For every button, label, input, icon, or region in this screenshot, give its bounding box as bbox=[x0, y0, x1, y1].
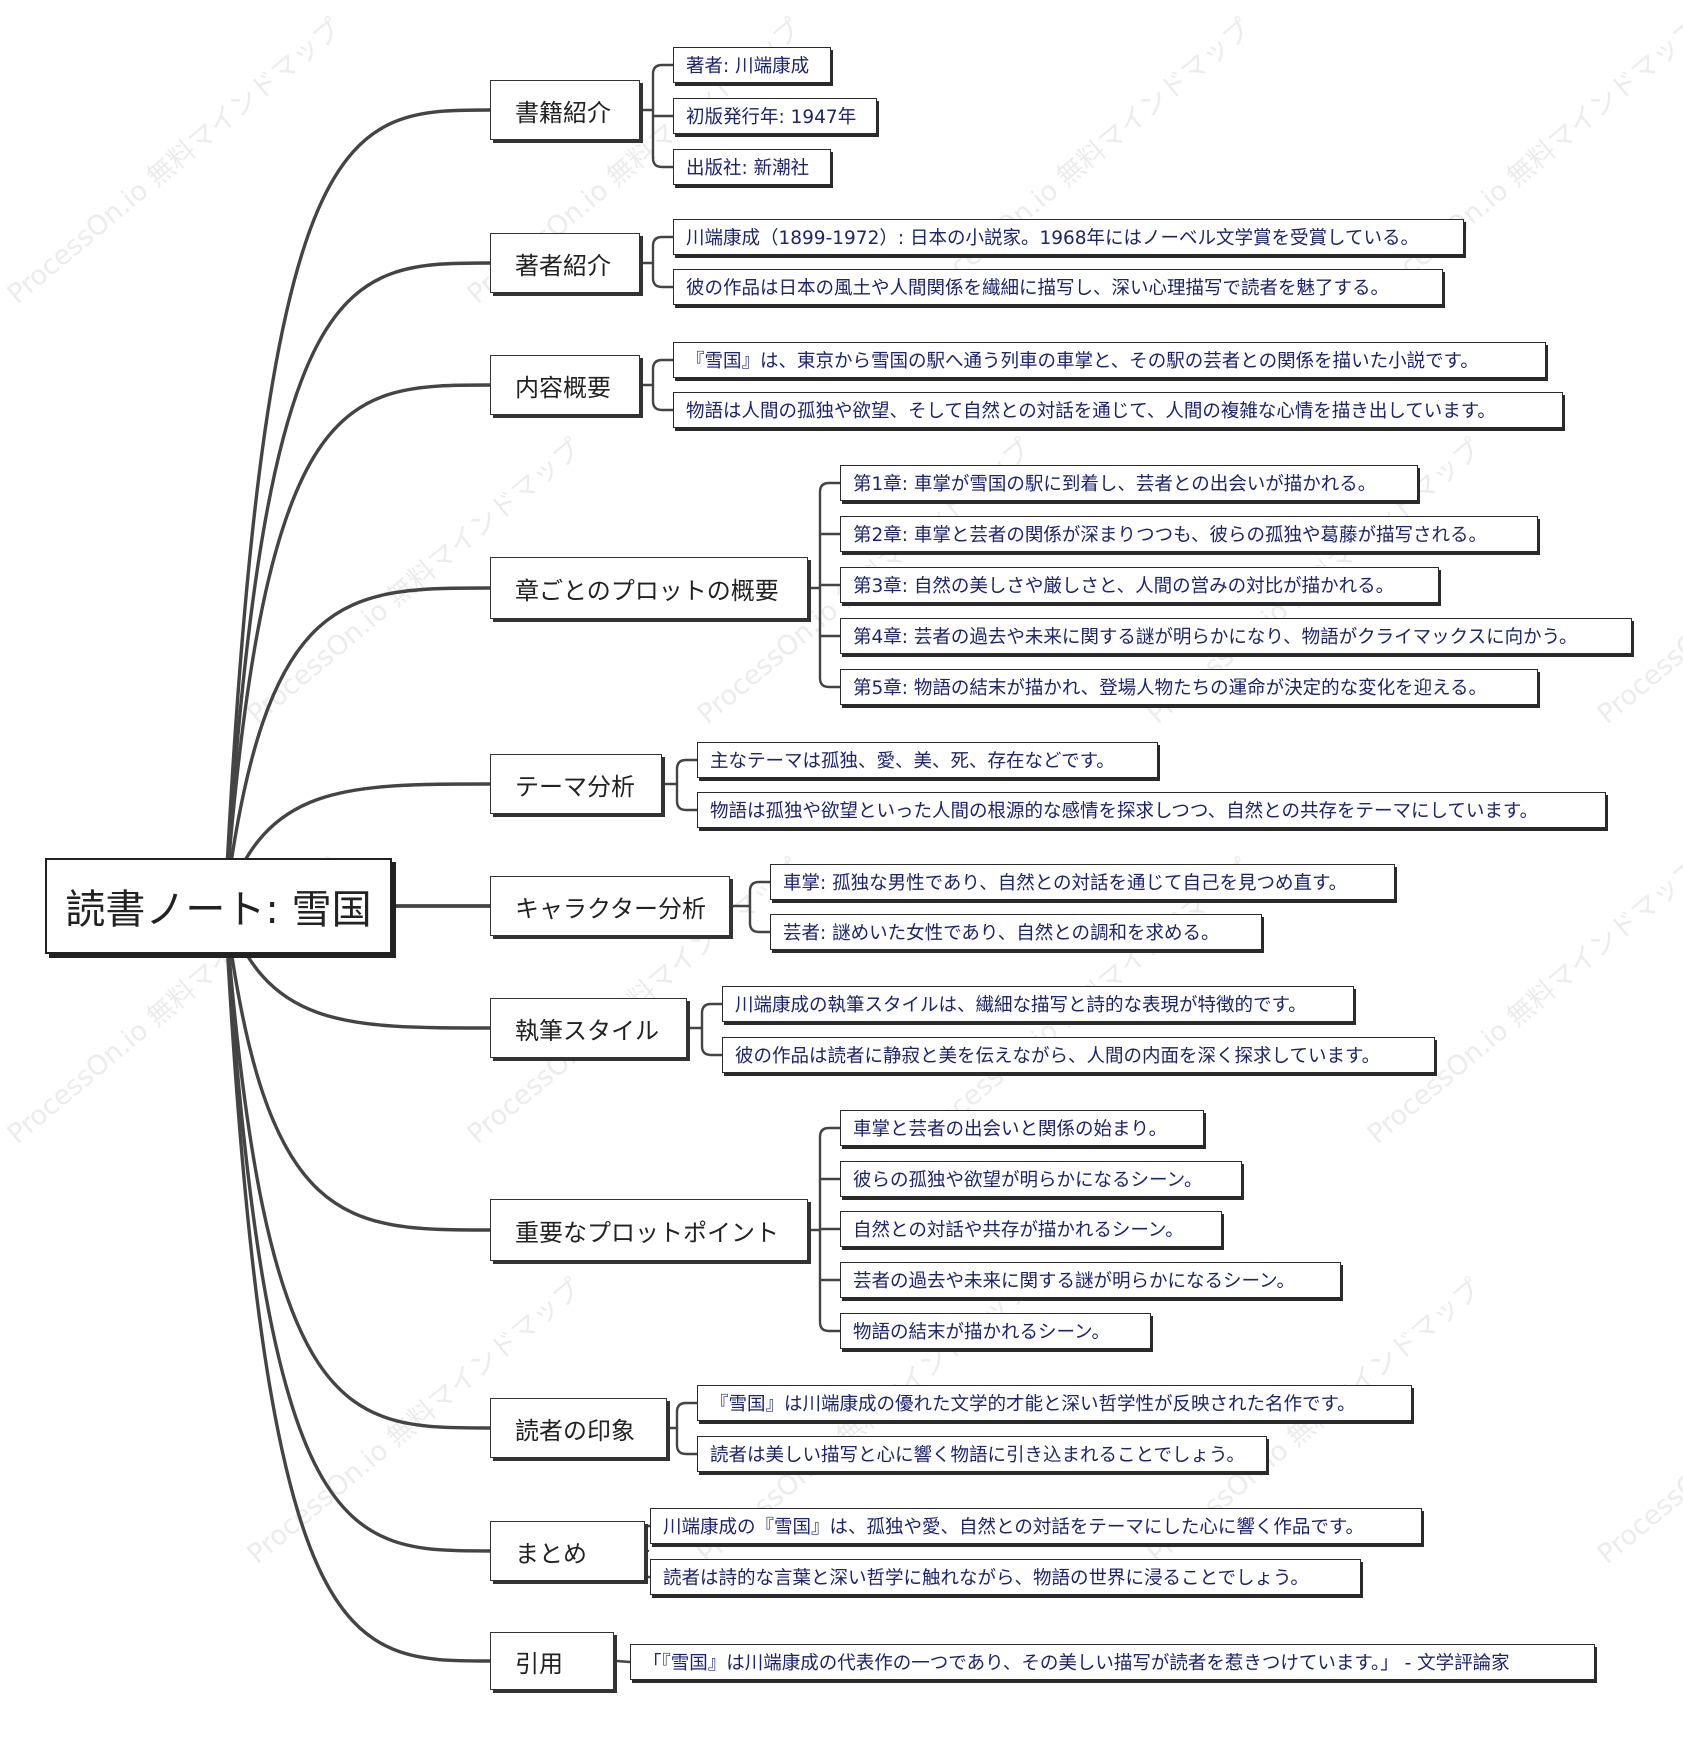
leaf-node[interactable]: 彼らの孤独や欲望が明らかになるシーン。 bbox=[840, 1161, 1242, 1197]
leaf-text: 第2章: 車掌と芸者の関係が深まりつつも、彼らの孤独や葛藤が描写される。 bbox=[853, 525, 1488, 546]
branch-label: 章ごとのプロットの概要 bbox=[515, 576, 779, 605]
leaf-bracket bbox=[675, 758, 699, 812]
leaf-node[interactable]: 第4章: 芸者の過去や未来に関する謎が明らかになり、物語がクライマックスに向かう… bbox=[840, 618, 1632, 654]
branch-node[interactable]: まとめ bbox=[490, 1521, 645, 1581]
leaf-node[interactable]: 出版社: 新潮社 bbox=[673, 149, 831, 185]
leaf-text: 初版発行年: 1947年 bbox=[686, 107, 857, 128]
leaf-text: 第3章: 自然の美しさや厳しさと、人間の営みの対比が描かれる。 bbox=[853, 576, 1395, 597]
leaf-text: 物語は人間の孤独や欲望、そして自然との対話を通じて、人間の複雑な心情を描き出して… bbox=[686, 401, 1496, 422]
leaf-text: 「『雪国』は川端康成の代表作の一つであり、その美しい描写が読者を惹きつけています… bbox=[643, 1653, 1510, 1674]
root-node[interactable]: 読書ノート: 雪国 bbox=[45, 858, 392, 954]
leaf-text: 第5章: 物語の結末が描かれ、登場人物たちの運命が決定的な変化を迎える。 bbox=[853, 678, 1488, 699]
leaf-text: 著者: 川端康成 bbox=[686, 56, 810, 77]
branch-node[interactable]: 章ごとのプロットの概要 bbox=[490, 557, 808, 619]
leaf-text: 物語の結末が描かれるシーン。 bbox=[853, 1322, 1110, 1343]
leaf-text: 自然との対話や共存が描かれるシーン。 bbox=[853, 1220, 1184, 1241]
leaf-bracket bbox=[651, 358, 675, 412]
branch-node[interactable]: 重要なプロットポイント bbox=[490, 1199, 808, 1261]
branch-label: 書籍紹介 bbox=[515, 98, 611, 127]
branch-node[interactable]: 読者の印象 bbox=[490, 1398, 667, 1458]
leaf-node[interactable]: 川端康成の『雪国』は、孤独や愛、自然との対話をテーマにした心に響く作品です。 bbox=[650, 1508, 1422, 1544]
branch-node[interactable]: 著者紹介 bbox=[490, 233, 640, 293]
leaf-node[interactable]: 「『雪国』は川端康成の代表作の一つであり、その美しい描写が読者を惹きつけています… bbox=[630, 1644, 1595, 1680]
leaf-node[interactable]: 読者は美しい描写と心に響く物語に引き込まれることでしょう。 bbox=[697, 1436, 1267, 1472]
branch-label: 引用 bbox=[515, 1649, 563, 1678]
leaf-node[interactable]: 芸者の過去や未来に関する謎が明らかになるシーン。 bbox=[840, 1262, 1341, 1298]
branch-connector bbox=[223, 586, 492, 908]
leaf-text: 車掌: 孤独な男性であり、自然との対話を通じて自己を見つめ直す。 bbox=[783, 873, 1348, 894]
branch-node[interactable]: 引用 bbox=[490, 1632, 614, 1690]
leaf-node[interactable]: 『雪国』は川端康成の優れた文学的才能と深い哲学性が反映された名作です。 bbox=[697, 1385, 1412, 1421]
leaf-text: 彼の作品は日本の風土や人間関係を繊細に描写し、深い心理描写で読者を魅了する。 bbox=[686, 278, 1390, 299]
leaf-node[interactable]: 川端康成の執筆スタイルは、繊細な描写と詩的な表現が特徴的です。 bbox=[722, 986, 1354, 1022]
branch-label: テーマ分析 bbox=[515, 772, 635, 801]
root-title: 読書ノート: 雪国 bbox=[65, 887, 372, 933]
branch-label: まとめ bbox=[515, 1539, 587, 1568]
leaf-text: 川端康成の『雪国』は、孤独や愛、自然との対話をテーマにした心に響く作品です。 bbox=[663, 1517, 1364, 1538]
leaf-text: 彼の作品は読者に静寂と美を伝えながら、人間の内面を深く探求しています。 bbox=[735, 1046, 1381, 1067]
leaf-text: 読者は詩的な言葉と深い哲学に触れながら、物語の世界に浸ることでしょう。 bbox=[663, 1568, 1309, 1589]
leaf-node[interactable]: 芸者: 謎めいた女性であり、自然との調和を求める。 bbox=[770, 914, 1262, 950]
leaf-node[interactable]: 彼の作品は日本の風土や人間関係を繊細に描写し、深い心理描写で読者を魅了する。 bbox=[673, 269, 1443, 305]
branch-node[interactable]: 執筆スタイル bbox=[490, 998, 687, 1058]
leaf-connector bbox=[615, 1659, 632, 1664]
branch-label: 内容概要 bbox=[515, 373, 611, 402]
leaf-node[interactable]: 著者: 川端康成 bbox=[673, 47, 831, 83]
leaf-node[interactable]: 川端康成（1899-1972）: 日本の小説家。1968年にはノーベル文学賞を受… bbox=[673, 219, 1464, 255]
branch-connector bbox=[223, 108, 492, 908]
leaf-node[interactable]: 物語は孤独や欲望といった人間の根源的な感情を探求しつつ、自然との共存をテーマにし… bbox=[697, 792, 1606, 828]
leaf-node[interactable]: 車掌と芸者の出会いと関係の始まり。 bbox=[840, 1110, 1204, 1146]
branch-node[interactable]: テーマ分析 bbox=[490, 754, 662, 814]
branch-connector bbox=[223, 383, 492, 908]
leaf-node[interactable]: 読者は詩的な言葉と深い哲学に触れながら、物語の世界に浸ることでしょう。 bbox=[650, 1559, 1361, 1595]
leaf-text: 出版社: 新潮社 bbox=[686, 158, 810, 179]
leaf-node[interactable]: 初版発行年: 1947年 bbox=[673, 98, 877, 134]
leaf-text: 車掌と芸者の出会いと関係の始まり。 bbox=[853, 1119, 1168, 1140]
branch-node[interactable]: 書籍紹介 bbox=[490, 80, 640, 140]
leaf-node[interactable]: 物語は人間の孤独や欲望、そして自然との対話を通じて、人間の複雑な心情を描き出して… bbox=[673, 392, 1563, 428]
leaf-node[interactable]: 第5章: 物語の結末が描かれ、登場人物たちの運命が決定的な変化を迎える。 bbox=[840, 669, 1538, 705]
leaf-node[interactable]: 第1章: 車掌が雪国の駅に到着し、芸者との出会いが描かれる。 bbox=[840, 465, 1418, 501]
leaf-node[interactable]: 物語の結末が描かれるシーン。 bbox=[840, 1313, 1151, 1349]
leaf-text: 第4章: 芸者の過去や未来に関する謎が明らかになり、物語がクライマックスに向かう… bbox=[853, 627, 1578, 648]
branch-label: 読者の印象 bbox=[515, 1416, 635, 1445]
leaf-node[interactable]: 第3章: 自然の美しさや厳しさと、人間の営みの対比が描かれる。 bbox=[840, 567, 1439, 603]
leaf-node[interactable]: 彼の作品は読者に静寂と美を伝えながら、人間の内面を深く探求しています。 bbox=[722, 1037, 1435, 1073]
leaf-bracket bbox=[748, 880, 772, 934]
leaf-node[interactable]: 主なテーマは孤独、愛、美、死、存在などです。 bbox=[697, 742, 1158, 778]
leaf-text: 川端康成（1899-1972）: 日本の小説家。1968年にはノーベル文学賞を受… bbox=[686, 228, 1419, 249]
leaf-bracket bbox=[675, 1401, 699, 1456]
leaf-node[interactable]: 車掌: 孤独な男性であり、自然との対話を通じて自己を見つめ直す。 bbox=[770, 864, 1395, 900]
branch-connector bbox=[223, 904, 492, 1553]
leaf-text: 芸者の過去や未来に関する謎が明らかになるシーン。 bbox=[853, 1271, 1295, 1292]
leaf-text: 第1章: 車掌が雪国の駅に到着し、芸者との出会いが描かれる。 bbox=[853, 474, 1377, 495]
leaf-text: 『雪国』は川端康成の優れた文学的才能と深い哲学性が反映された名作です。 bbox=[710, 1394, 1356, 1415]
leaf-text: 物語は孤独や欲望といった人間の根源的な感情を探求しつつ、自然との共存をテーマにし… bbox=[710, 801, 1539, 822]
branch-node[interactable]: キャラクター分析 bbox=[490, 876, 730, 936]
leaf-text: 主なテーマは孤独、愛、美、死、存在などです。 bbox=[710, 751, 1115, 772]
branch-label: 重要なプロットポイント bbox=[515, 1218, 779, 1247]
leaf-text: 川端康成の執筆スタイルは、繊細な描写と詩的な表現が特徴的です。 bbox=[735, 995, 1307, 1016]
leaf-text: 読者は美しい描写と心に響く物語に引き込まれることでしょう。 bbox=[710, 1445, 1245, 1466]
leaf-text: 『雪国』は、東京から雪国の駅へ通う列車の車掌と、その駅の芸者との関係を描いた小説… bbox=[686, 351, 1479, 372]
leaf-text: 芸者: 謎めいた女性であり、自然との調和を求める。 bbox=[783, 923, 1220, 944]
branch-connector bbox=[223, 904, 492, 1430]
branch-connector bbox=[223, 904, 492, 1232]
leaf-node[interactable]: 第2章: 車掌と芸者の関係が深まりつつも、彼らの孤独や葛藤が描写される。 bbox=[840, 516, 1538, 552]
leaf-bracket bbox=[651, 235, 675, 289]
leaf-bracket bbox=[700, 1002, 724, 1057]
leaf-node[interactable]: 『雪国』は、東京から雪国の駅へ通う列車の車掌と、その駅の芸者との関係を描いた小説… bbox=[673, 342, 1546, 378]
branch-label: 著者紹介 bbox=[515, 251, 611, 280]
branch-label: 執筆スタイル bbox=[515, 1016, 659, 1045]
leaf-text: 彼らの孤独や欲望が明らかになるシーン。 bbox=[853, 1170, 1203, 1191]
branch-node[interactable]: 内容概要 bbox=[490, 355, 640, 415]
branch-connector bbox=[223, 261, 492, 908]
branch-label: キャラクター分析 bbox=[515, 894, 707, 923]
leaf-node[interactable]: 自然との対話や共存が描かれるシーン。 bbox=[840, 1211, 1222, 1247]
branch-connector bbox=[223, 904, 492, 1663]
